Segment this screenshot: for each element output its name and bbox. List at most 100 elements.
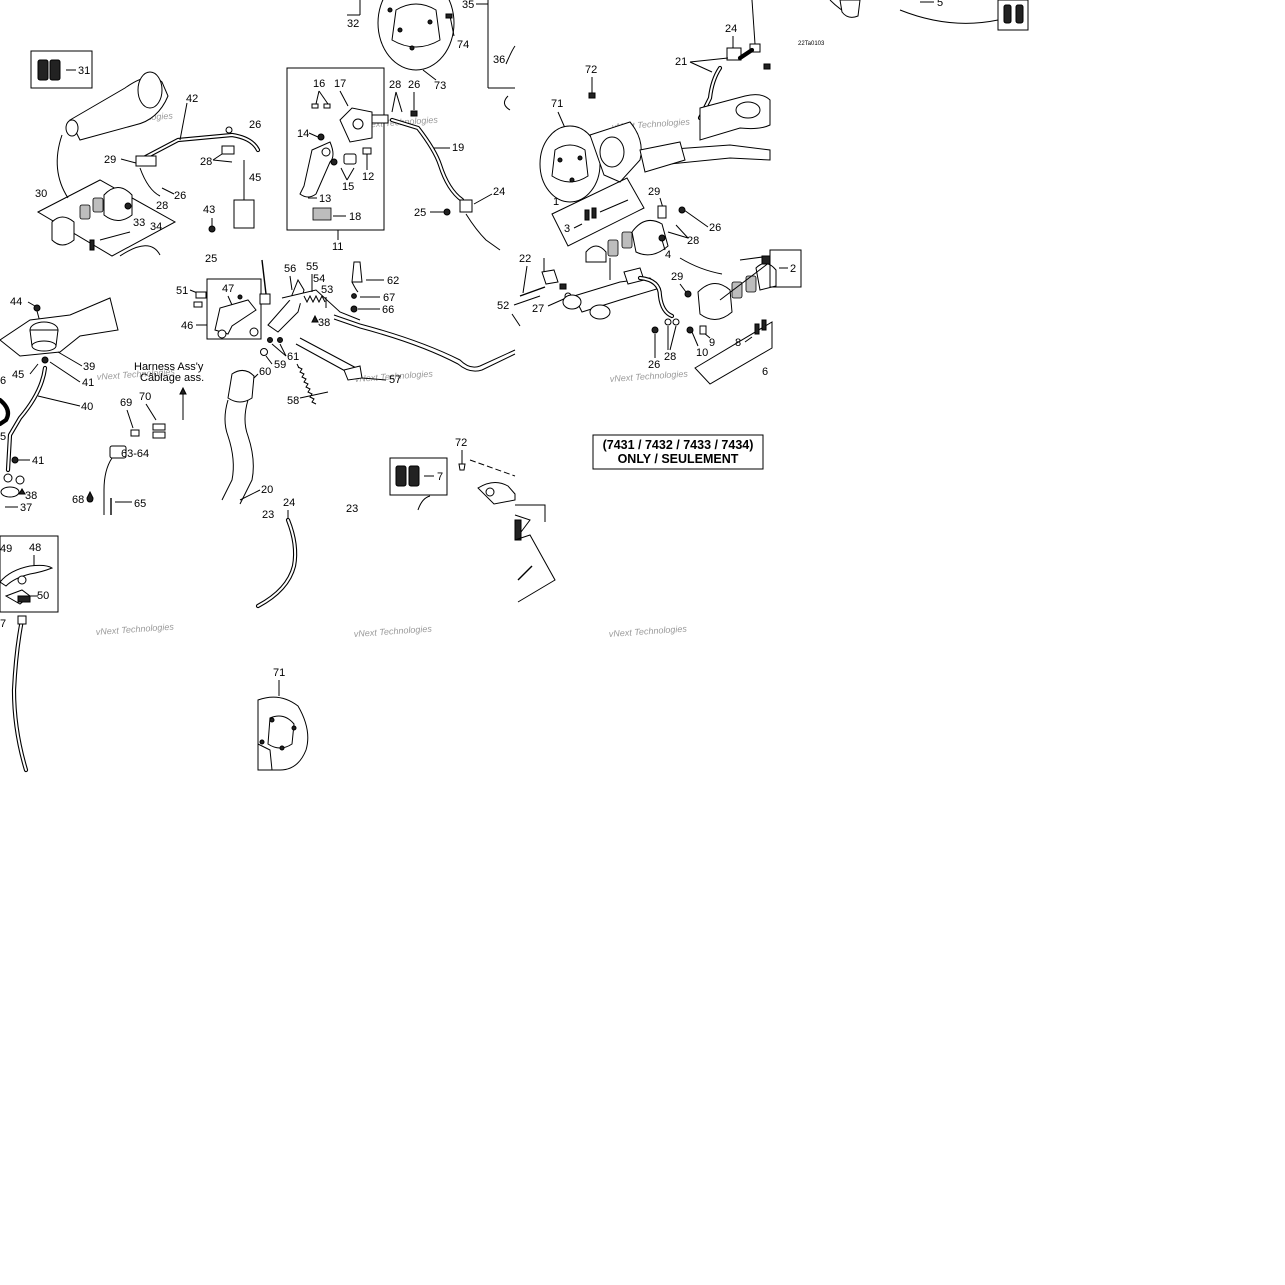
callout-44: 44 [10,296,22,308]
callout-56: 56 [284,263,296,275]
callout-71: 71 [273,667,285,679]
tile-master-cylinder: 32 73 35 36 74 16 17 14 [286,0,516,253]
callout-4: 4 [665,249,671,261]
callout-23: 23 [262,509,274,521]
callout-35: 35 [462,0,474,11]
callout-25: 25 [205,253,217,265]
callout-41: 41 [32,455,44,467]
callout-26: 26 [174,190,186,202]
callout-24: 24 [283,497,295,509]
callout-28: 28 [200,156,212,168]
callout-70: 70 [139,391,151,403]
callout-54: 54 [313,273,325,285]
tile-rear-caliper: 22 52 27 29 2 8 [497,249,802,385]
callout-22: 22 [519,253,531,265]
callout-16: 16 [313,78,325,90]
callout-13: 13 [319,193,331,205]
watermarks-lower: vNext Technologies vNext Technologies vN… [95,622,687,639]
callout-12: 12 [362,171,374,183]
tile-rear-axle: 31 42 26 28 29 26 28 30 33 34 [30,50,261,265]
callout-28: 28 [389,79,401,91]
callout-6: 6 [762,366,768,378]
callout-40: 40 [81,401,93,413]
tile-pedal: 51 47 46 56 55 54 53 62 [176,259,516,505]
callout-49: 49 [0,543,12,555]
caption-only: ONLY / SEULEMENT [618,452,739,466]
callout-26: 26 [249,119,261,131]
callout-51: 51 [176,285,188,297]
callout-52: 52 [497,300,509,312]
tile-fragment-right: 5 [829,0,1029,31]
callout-45: 45 [12,369,24,381]
callout-37: 37 [20,502,32,514]
callout-11: 11 [332,241,343,253]
watermark: vNext Technologies [353,624,432,639]
callout-28: 28 [687,235,699,247]
callout-32: 32 [347,18,359,30]
callout-58: 58 [287,395,299,407]
tile-lower-middle: 20 24 23 23 72 7 [239,437,556,609]
callout-66: 66 [382,304,394,316]
callout-69: 69 [120,397,132,409]
callout-34: 34 [150,221,162,233]
callout-14: 14 [297,128,309,140]
callout-28: 28 [664,351,676,363]
tile-front-suspension: 24 21 22Ta0103 72 71 1 3 [539,0,825,275]
callout-15: 15 [342,181,354,193]
callout-38: 38 [25,490,37,502]
callout-5: 5 [0,431,6,443]
callout-62: 62 [387,275,399,287]
callout-29: 29 [648,186,660,198]
callout-59: 59 [274,359,286,371]
callout-20: 20 [261,484,273,496]
callout-8: 8 [735,337,741,349]
callout-1: 1 [553,196,559,208]
callout-29: 29 [671,271,683,283]
callout-41: 41 [82,377,94,389]
diagram-code: 22Ta0103 [798,41,825,47]
callout-72: 72 [585,64,597,76]
callout-45: 45 [249,172,261,184]
callout-19: 19 [452,142,464,154]
callout-53: 53 [321,284,333,296]
model-caption-box: (7431 / 7432 / 7433 / 7434) ONLY / SEULE… [592,434,764,470]
callout-61: 61 [287,351,299,363]
callout-31: 31 [78,65,90,77]
callout-2: 2 [790,263,796,275]
callout-46: 46 [181,320,193,332]
tile-reservoir: 44 39 45 41 6 40 5 41 38 37 69 [0,296,204,515]
callout-28: 28 [156,200,168,212]
callout-26: 26 [709,222,721,234]
callout-65: 65 [134,498,146,510]
harness-label-line2: Câblage ass. [140,372,204,384]
callout-18: 18 [349,211,361,223]
callout-26: 26 [408,79,420,91]
callout-39: 39 [83,361,95,373]
callout-17: 17 [334,78,346,90]
callout-7: 7 [0,618,6,630]
callout-23: 23 [346,503,358,515]
callout-55: 55 [306,261,318,273]
callout-10: 10 [696,347,708,359]
watermark: vNext Technologies [95,622,174,637]
callout-74: 74 [457,39,469,51]
callout-3: 3 [564,223,570,235]
callout-27: 27 [532,303,544,315]
callout-24: 24 [725,23,737,35]
tile-disc-bottom: 71 [257,667,309,771]
callout-6: 6 [0,375,6,387]
callout-47: 47 [222,283,234,295]
callout-72: 72 [455,437,467,449]
callout-9: 9 [709,337,715,349]
caption-models: (7431 / 7432 / 7433 / 7434) [603,438,754,452]
callout-48: 48 [29,542,41,554]
callout-71: 71 [551,98,563,110]
watermark: vNext Technologies [608,624,687,639]
callout-50: 50 [37,590,49,602]
callout-57: 57 [389,374,401,386]
callout-5: 5 [937,0,943,9]
callout-60: 60 [259,366,271,378]
callout-42: 42 [186,93,198,105]
harness-label-line1: Harness Ass'y [134,361,204,373]
